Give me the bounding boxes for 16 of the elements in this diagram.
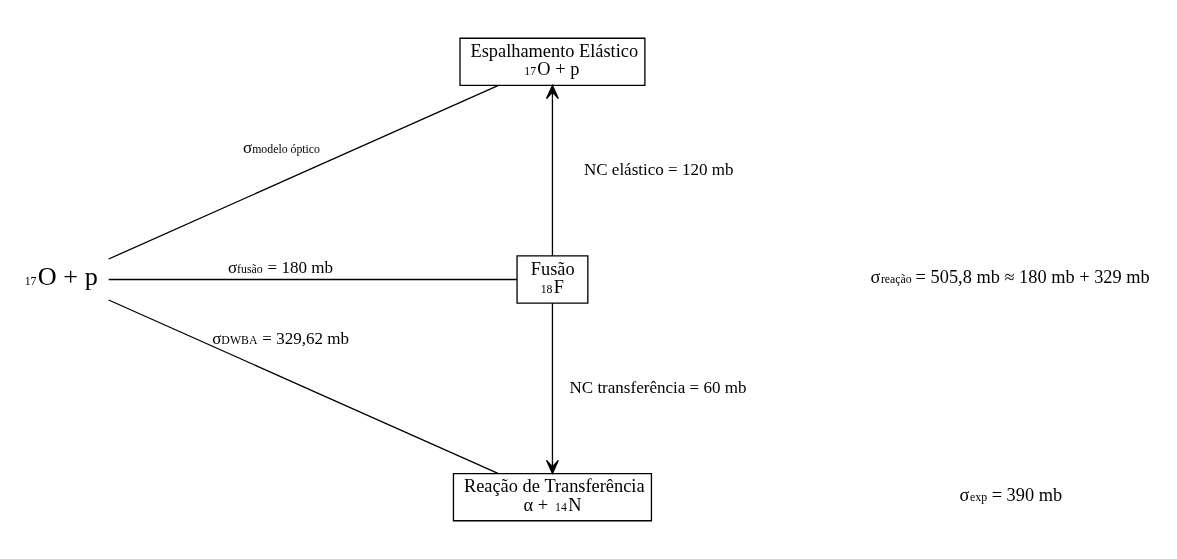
label: σexp = 390 mb xyxy=(959,484,1063,505)
connector xyxy=(108,84,499,260)
node-box: Espalhamento Elástico 17O + p xyxy=(459,37,646,87)
label: σreação = 505,8 mb ≈ 180 mb + 329 mb xyxy=(870,267,1150,288)
connector xyxy=(108,299,499,475)
edge-label: σDWBA = 329,62 mb xyxy=(212,329,350,349)
node-box: Reação de Transferência α + 14N xyxy=(452,472,653,522)
node-text: 17O + p xyxy=(24,261,98,291)
node-box: Fusão 18F xyxy=(516,255,589,304)
edge-label: σmodelo óptico xyxy=(243,137,321,157)
edge-label: NC transferência = 60 mb xyxy=(569,377,747,397)
connector xyxy=(108,278,518,281)
arrow xyxy=(545,84,559,257)
arrow xyxy=(545,302,559,475)
edge-label: σfusão = 180 mb xyxy=(227,258,334,278)
edge-label: NC elástico = 120 mb xyxy=(583,160,734,180)
